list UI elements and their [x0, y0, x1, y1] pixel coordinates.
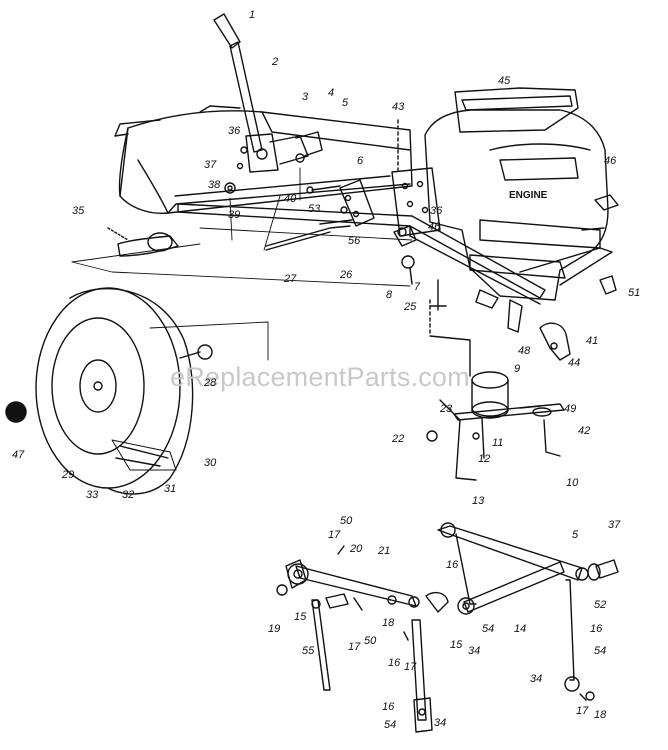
callout-label: 44	[568, 357, 581, 369]
callout-label: 37	[204, 159, 217, 171]
watermark: eReplacementParts.com	[170, 362, 470, 392]
callout-label: 5	[342, 97, 349, 109]
callout-label: 9	[514, 363, 521, 375]
callout-label: 7	[414, 281, 421, 293]
callout-label: 49	[564, 403, 577, 415]
callout-label: 16	[590, 623, 603, 635]
engine-side-parts	[393, 225, 617, 361]
callout-label: 2	[272, 56, 279, 68]
callout-label: 30	[204, 457, 217, 469]
callout-label: 31	[164, 483, 177, 495]
callout-label: 19	[268, 623, 281, 635]
callout-label: 54	[482, 623, 495, 635]
callout-label: 54	[384, 719, 397, 731]
deck-side-rail	[177, 203, 546, 333]
callout-label: 16	[446, 559, 459, 571]
rear-wheel	[35, 287, 213, 495]
callout-label: 48	[518, 345, 531, 357]
callout-label: 56	[348, 235, 361, 247]
callout-label: 34	[468, 645, 481, 657]
mower-body	[114, 105, 413, 215]
callout-label: 20	[350, 543, 363, 555]
callout-label: 27	[284, 273, 297, 285]
callout-label: 11	[492, 437, 504, 449]
callout-label: 36	[430, 205, 443, 217]
callout-label: 29	[62, 469, 75, 481]
callout-label: 35	[72, 205, 85, 217]
engine	[424, 87, 619, 301]
callout-label: 46	[428, 221, 441, 233]
callout-label: 37	[608, 519, 621, 531]
callout-label: 17	[328, 529, 341, 541]
lift-lever	[213, 13, 323, 194]
callout-label: 53	[308, 203, 321, 215]
callout-label: 4	[328, 87, 335, 99]
callout-label: 17	[404, 661, 417, 673]
callout-label: 47	[12, 449, 25, 461]
callout-label: 34	[530, 673, 543, 685]
hub-cap-47	[5, 401, 27, 423]
callout-label: 55	[302, 645, 315, 657]
callout-label: 14	[514, 623, 527, 635]
callout-label: 16	[388, 657, 401, 669]
callout-label: 46	[604, 155, 617, 167]
callout-label: 36	[228, 125, 241, 137]
callout-label: 50	[364, 635, 377, 647]
callout-label: 10	[566, 477, 579, 489]
callout-label: 54	[594, 645, 607, 657]
callout-label: 34	[434, 717, 447, 729]
callout-label: 17	[576, 705, 589, 717]
callout-label: 25	[404, 301, 417, 313]
callout-label: 5	[572, 529, 579, 541]
engine-label: ENGINE	[509, 190, 548, 201]
lift-linkage	[276, 522, 619, 733]
callout-label: 51	[628, 287, 641, 299]
callout-label: 21	[378, 545, 391, 557]
callout-label: 40	[284, 193, 297, 205]
callout-label: 3	[302, 91, 309, 103]
pulley-assembly	[426, 299, 565, 481]
mount-bracket-43	[391, 119, 441, 237]
callout-label: 15	[450, 639, 463, 651]
callout-label: 1	[249, 9, 256, 21]
callout-label: 16	[382, 701, 395, 713]
callout-label: 42	[578, 425, 591, 437]
callout-label: 26	[340, 269, 353, 281]
callout-label: 32	[122, 489, 135, 501]
callout-label: 6	[357, 155, 364, 167]
callout-label: 17	[348, 641, 361, 653]
callout-label: 39	[228, 209, 241, 221]
callout-label: 52	[594, 599, 607, 611]
callout-label: 12	[478, 453, 491, 465]
callout-label: 22	[392, 433, 405, 445]
callout-label: 18	[382, 617, 395, 629]
callout-label: 8	[386, 289, 393, 301]
callout-label: 23	[440, 403, 453, 415]
callout-label: 18	[594, 709, 607, 721]
callout-label: 41	[586, 335, 599, 347]
callout-label: 45	[498, 75, 511, 87]
axle-35	[107, 227, 179, 257]
callout-label: 50	[340, 515, 353, 527]
callout-label: 38	[208, 179, 221, 191]
callout-label: 33	[86, 489, 99, 501]
alignment-lines	[71, 167, 413, 361]
callout-label: 28	[204, 377, 217, 389]
callout-label: 43	[392, 101, 405, 113]
callout-label: 15	[294, 611, 307, 623]
callout-label: 13	[472, 495, 485, 507]
